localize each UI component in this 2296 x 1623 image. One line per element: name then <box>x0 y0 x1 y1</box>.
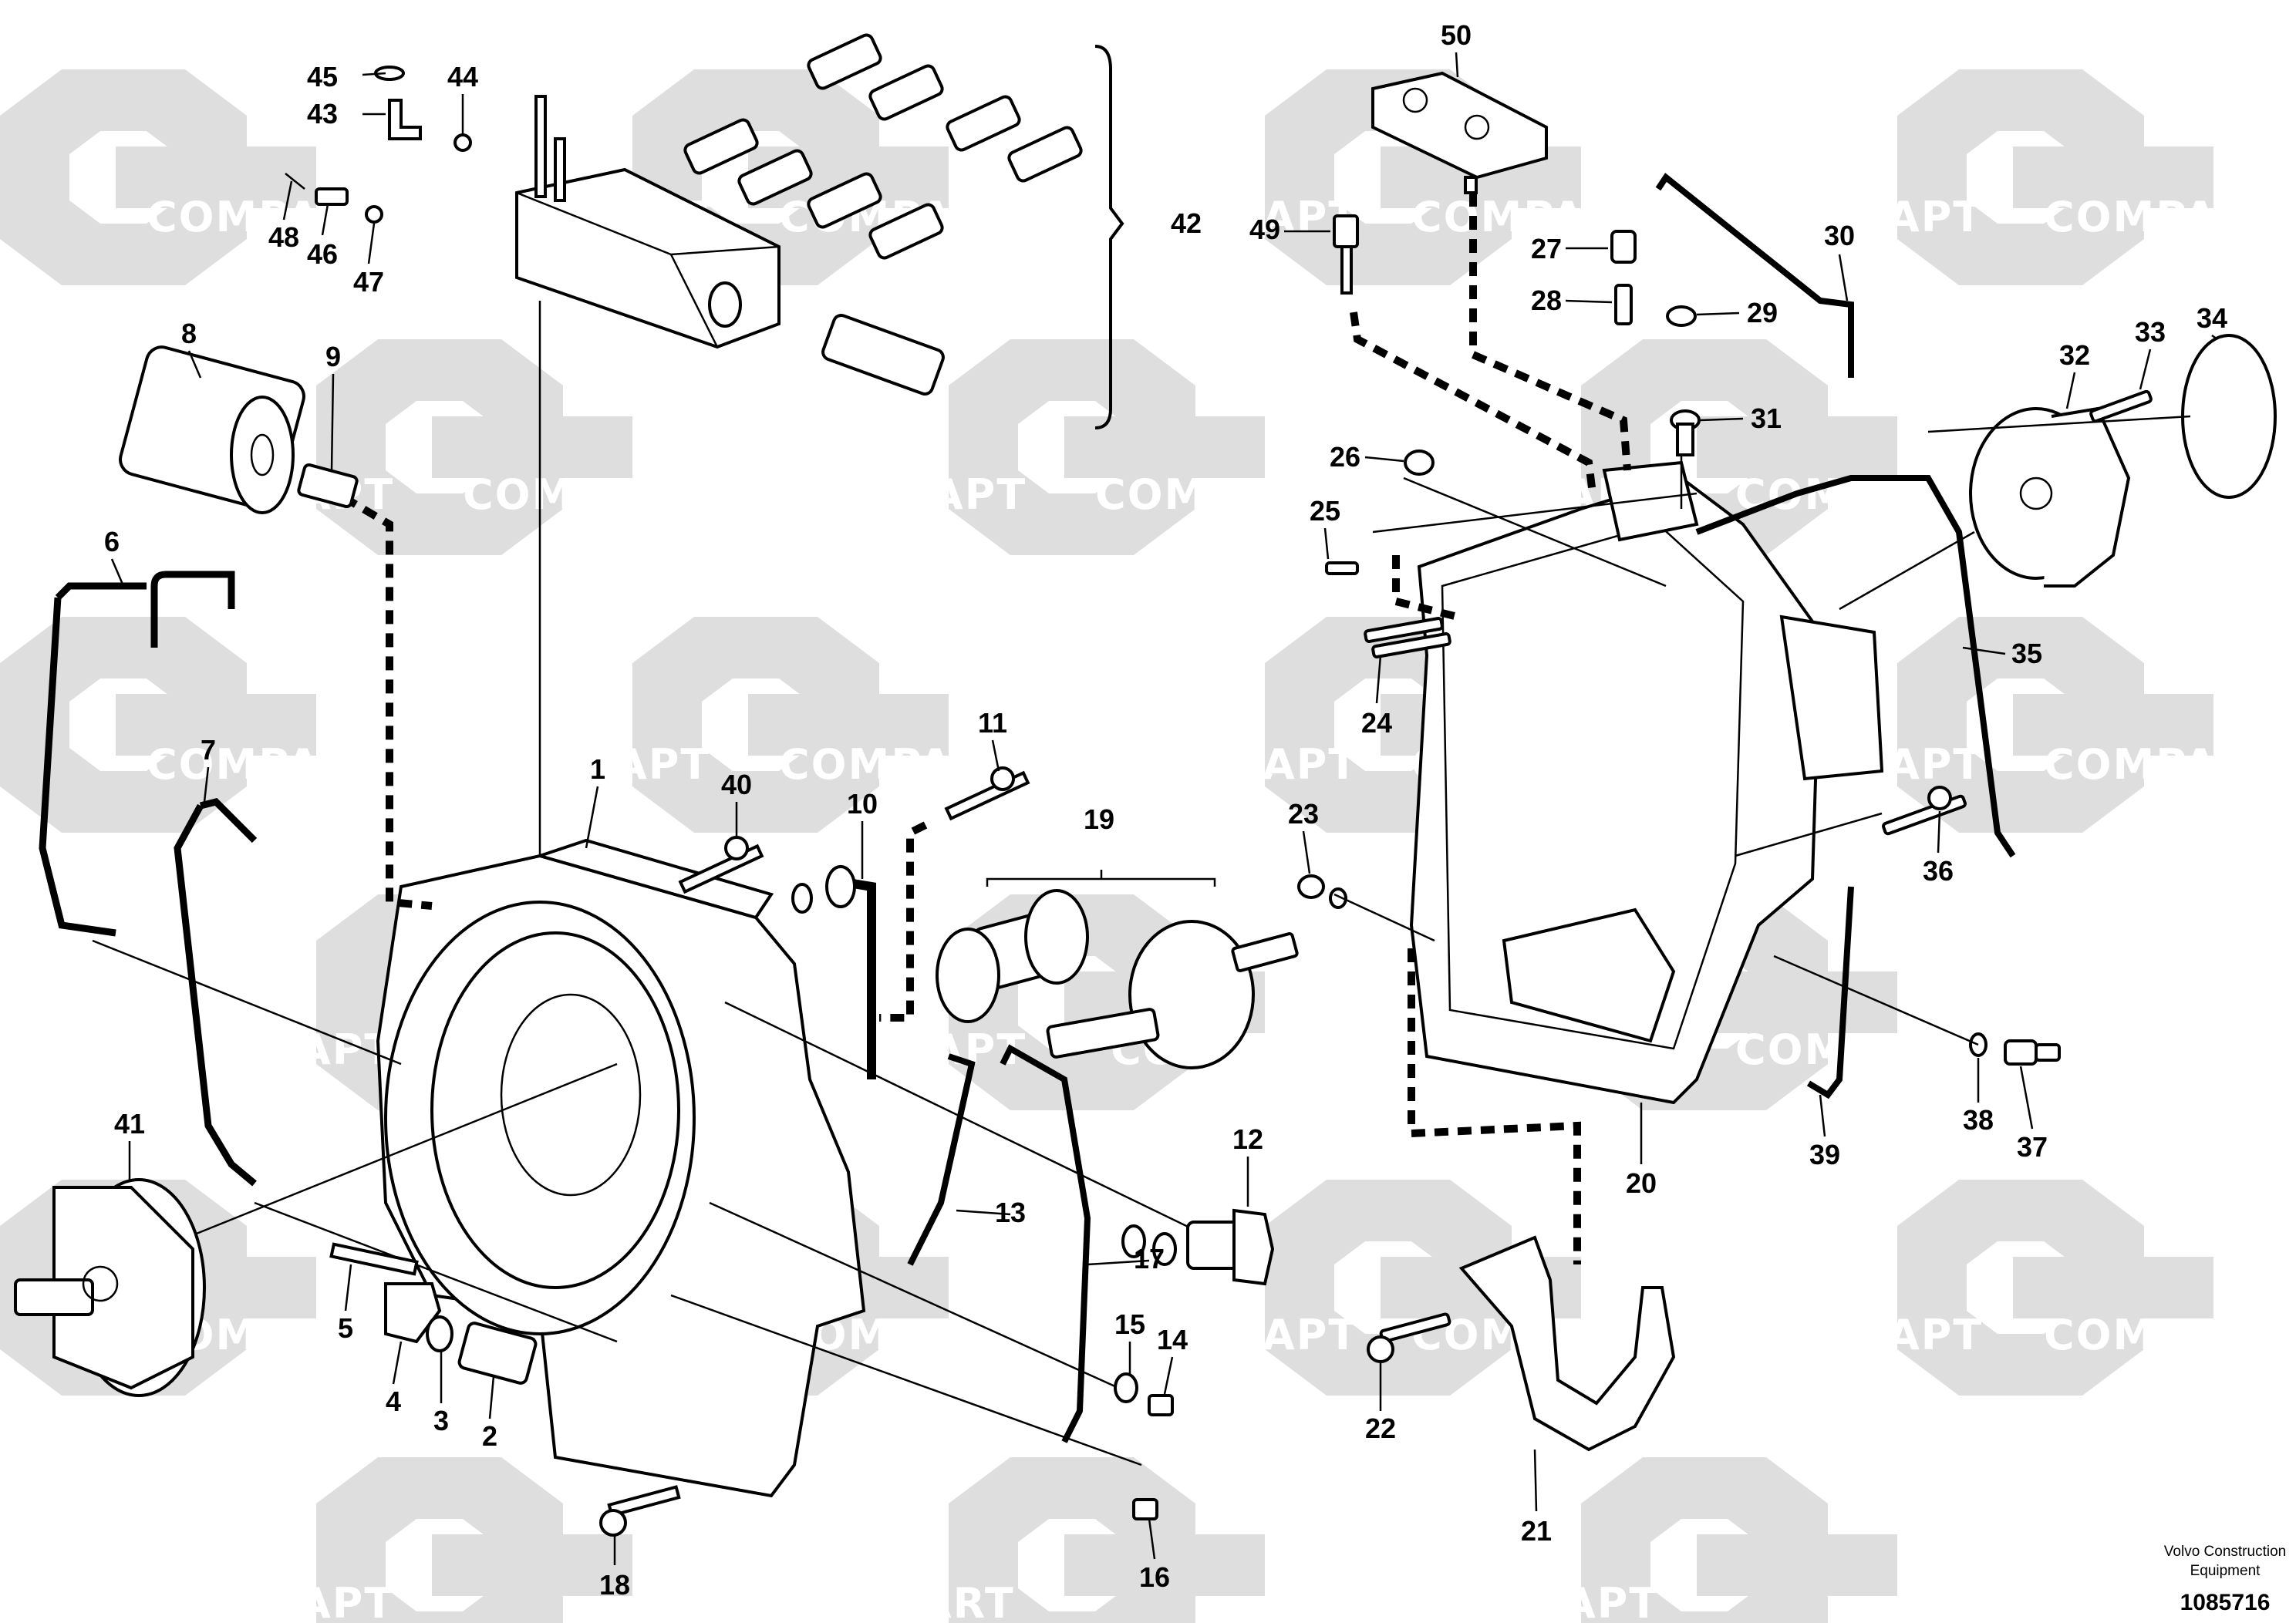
o-ring-seal <box>2181 334 2277 499</box>
callout-39: 39 <box>1809 1139 1840 1170</box>
svg-text:КОМПАРТ: КОМПАРТ <box>2044 1025 2291 1074</box>
output-flange <box>1779 615 1884 781</box>
callout-26: 26 <box>1330 441 1360 473</box>
svg-text:COMPART: COMPART <box>1095 470 1331 519</box>
callout-leaders <box>110 52 2218 1565</box>
callout-23: 23 <box>1288 798 1319 830</box>
caption-company: Volvo Construction <box>2164 1544 2286 1560</box>
callout-40: 40 <box>721 769 752 800</box>
callout-14: 14 <box>1157 1324 1188 1355</box>
svg-text:КОМПАРТ: КОМПАРТ <box>147 1025 394 1074</box>
callout-22: 22 <box>1365 1413 1396 1444</box>
callout-18: 18 <box>599 1569 630 1601</box>
svg-text:КОМПАРТ: КОМПАРТ <box>463 740 710 789</box>
svg-text:КОМПАРТ: КОМПАРТ <box>1111 193 1358 241</box>
svg-text:COMPART: COMPART <box>779 740 1015 789</box>
callout-5: 5 <box>338 1312 353 1344</box>
callout-33: 33 <box>2135 316 2166 348</box>
caption-drawing-number: 1085716 <box>2180 1590 2271 1615</box>
svg-text:КОМПАРТ: КОМПАРТ <box>1111 740 1358 789</box>
callout-16: 16 <box>1139 1561 1170 1593</box>
callout-4: 4 <box>386 1386 401 1417</box>
callout-47: 47 <box>353 266 384 298</box>
right-housing-assembly <box>1297 71 2277 1452</box>
callout-42: 42 <box>1171 207 1202 239</box>
callout-1: 1 <box>590 753 605 785</box>
filter-adapter <box>297 463 359 509</box>
svg-text:COMPART: COMPART <box>2044 193 2280 241</box>
callout-15: 15 <box>1114 1308 1145 1340</box>
housing-top-pad <box>534 838 774 920</box>
svg-text:COMPART: COMPART <box>779 1579 1015 1623</box>
sensor-block <box>1371 71 1548 180</box>
svg-text:COMPART: COMPART <box>147 740 383 789</box>
svg-text:КОМПАРТ: КОМПАРТ <box>779 470 1027 519</box>
callout-12: 12 <box>1232 1123 1263 1155</box>
svg-text:КОМПАРТ: КОМПАРТ <box>1735 1311 1983 1359</box>
callout-11: 11 <box>978 707 1007 739</box>
svg-text:COMPART: COMPART <box>2044 740 2280 789</box>
callout-35: 35 <box>2011 638 2042 669</box>
svg-text:КОМПАРТ: КОМПАРТ <box>147 1579 394 1623</box>
oil-pump <box>14 1178 206 1397</box>
callout-48: 48 <box>268 221 299 253</box>
svg-text:COMPART: COMPART <box>1735 1025 1971 1074</box>
svg-text:КОМПАРТ: КОМПАРТ <box>1735 193 1983 241</box>
callout-44: 44 <box>447 61 478 93</box>
caption-company-line2: Equipment <box>2190 1563 2261 1579</box>
svg-text:COMPART: COMPART <box>1411 193 1647 241</box>
callout-41: 41 <box>114 1108 145 1140</box>
callout-43: 43 <box>307 98 338 130</box>
callout-8: 8 <box>181 318 197 349</box>
callout-27: 27 <box>1531 233 1562 264</box>
svg-text:КОМПАРТ: КОМПАРТ <box>779 1025 1027 1074</box>
callout-30: 30 <box>1824 220 1855 251</box>
callout-50: 50 <box>1441 19 1472 51</box>
callout-25: 25 <box>1310 495 1340 527</box>
svg-text:COMPART: COMPART <box>2044 1311 2280 1359</box>
callout-20: 20 <box>1626 1167 1657 1199</box>
callout-7: 7 <box>201 734 216 766</box>
callout-19: 19 <box>1084 803 1114 835</box>
callout-49: 49 <box>1249 214 1280 245</box>
svg-text:COMPART: COMPART <box>463 470 699 519</box>
callout-31: 31 <box>1751 402 1782 434</box>
callout-3: 3 <box>433 1405 449 1436</box>
callout-6: 6 <box>104 526 120 557</box>
valve-spool <box>821 313 945 396</box>
callout-13: 13 <box>995 1197 1026 1228</box>
cover-plate <box>1969 406 2131 588</box>
callout-2: 2 <box>482 1420 497 1452</box>
callout-labels: 1 2 3 4 5 6 7 8 9 10 11 12 13 14 15 16 1… <box>104 19 2227 1601</box>
callout-37: 37 <box>2017 1131 2048 1163</box>
svg-text:КОМПАРТ: КОМПАРТ <box>1411 1579 1659 1623</box>
callout-9: 9 <box>325 341 341 372</box>
callout-38: 38 <box>1963 1104 1994 1136</box>
solenoid-valves <box>683 33 1083 260</box>
oil-filter <box>119 345 305 514</box>
protective-shield <box>1458 1235 1676 1452</box>
gear-shaft-assembly <box>936 889 1299 1069</box>
bell-housing-inner <box>430 931 680 1289</box>
document-caption: Volvo Construction Equipment 1085716 <box>2164 1544 2286 1615</box>
callout-45: 45 <box>307 61 338 93</box>
svg-text:КОМПАРТ: КОМПАРТ <box>1111 1311 1358 1359</box>
callout-29: 29 <box>1747 297 1778 328</box>
svg-text:COMPART: COMPART <box>2044 1579 2280 1623</box>
watermark-layer: COMPART КОМПАРТ COMPART КОМПАРТ COMPART … <box>0 69 2291 1623</box>
callout-24: 24 <box>1361 707 1392 739</box>
callout-46: 46 <box>307 238 338 270</box>
callout-10: 10 <box>847 788 878 820</box>
callout-32: 32 <box>2059 339 2090 371</box>
callout-36: 36 <box>1923 855 1954 887</box>
left-transmission-housing-assembly <box>14 33 1299 1537</box>
callout-28: 28 <box>1531 285 1562 316</box>
callout-21: 21 <box>1521 1515 1552 1547</box>
callout-17: 17 <box>1134 1243 1165 1274</box>
callout-34: 34 <box>2197 302 2227 334</box>
